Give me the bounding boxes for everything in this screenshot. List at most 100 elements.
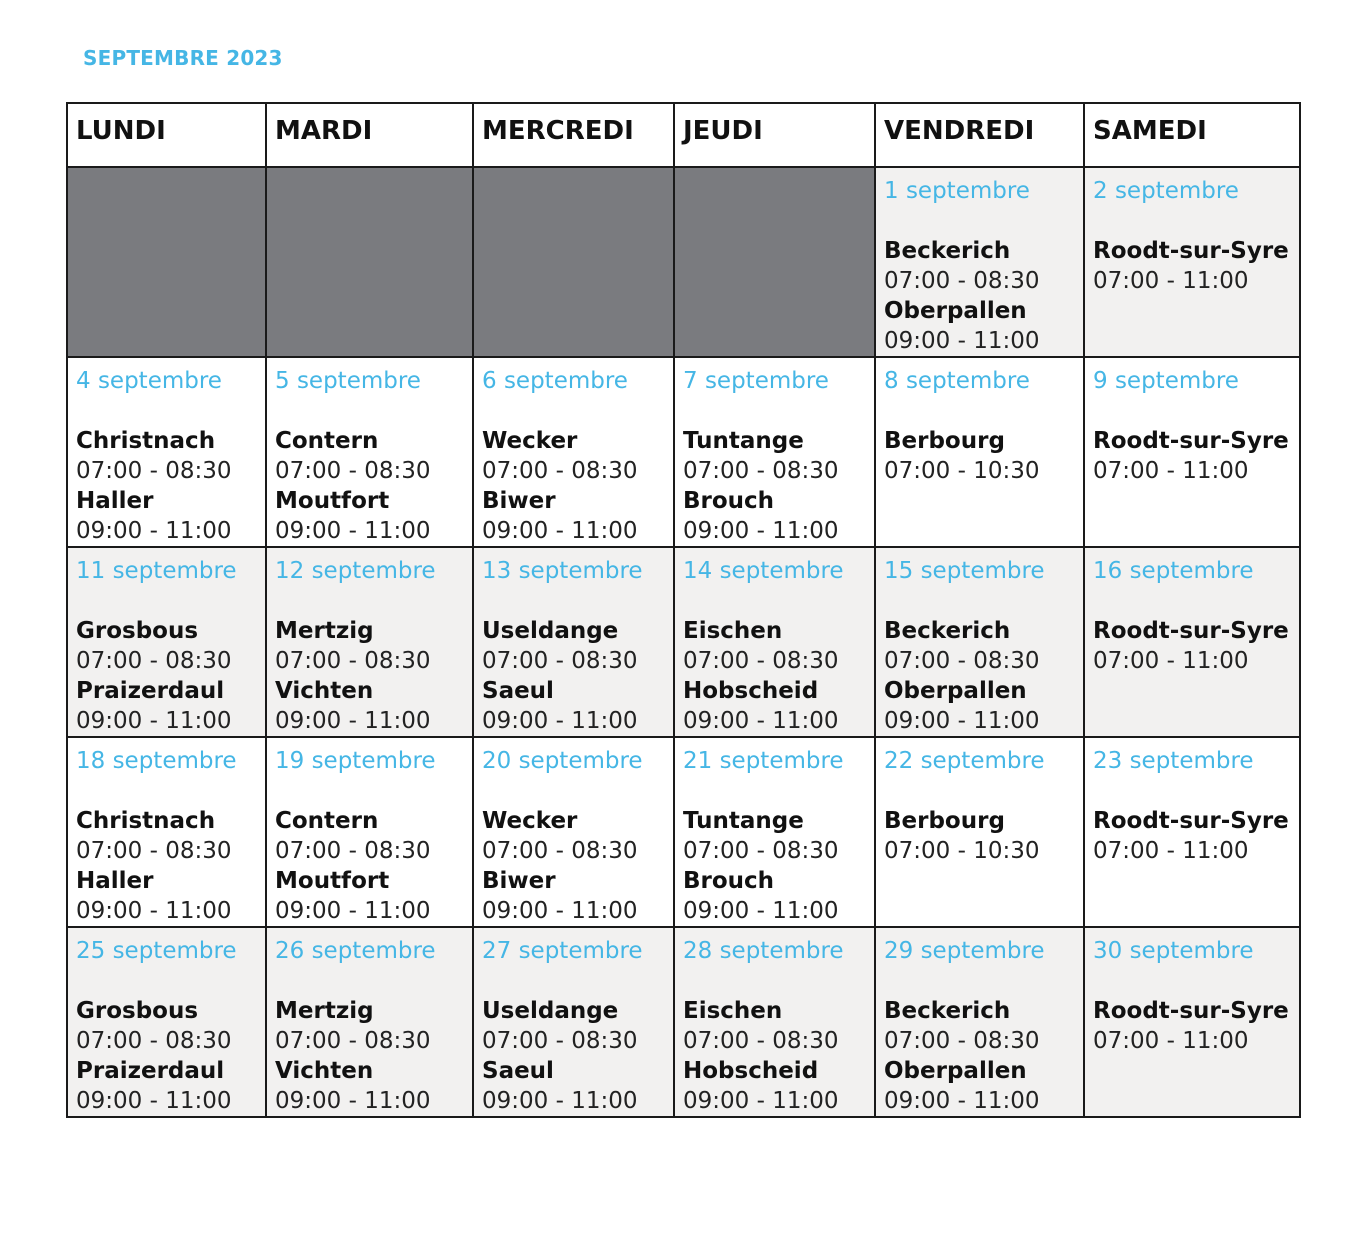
day-date: 4 septembre bbox=[76, 368, 222, 394]
day-date: 29 septembre bbox=[884, 938, 1045, 964]
stop-time: 09:00 - 11:00 bbox=[76, 708, 232, 734]
day-date: 11 septembre bbox=[76, 558, 237, 584]
stop-place: Beckerich bbox=[884, 998, 1011, 1024]
stop-time: 09:00 - 11:00 bbox=[275, 898, 431, 924]
stop-place: Saeul bbox=[482, 1058, 554, 1084]
stop-time: 07:00 - 11:00 bbox=[1093, 1028, 1249, 1054]
empty-day-cell bbox=[673, 166, 876, 358]
stop-time: 07:00 - 08:30 bbox=[683, 648, 839, 674]
day-date: 30 septembre bbox=[1093, 938, 1254, 964]
stop-place: Roodt-sur-Syre bbox=[1093, 808, 1289, 834]
stop-time: 07:00 - 08:30 bbox=[76, 458, 232, 484]
stop-place: Wecker bbox=[482, 428, 578, 454]
stop-time: 07:00 - 11:00 bbox=[1093, 838, 1249, 864]
stop-place: Oberpallen bbox=[884, 1058, 1027, 1084]
stop-time: 09:00 - 11:00 bbox=[884, 328, 1040, 354]
page-title: SEPTEMBRE 2023 bbox=[83, 46, 283, 70]
stop-place: Berbourg bbox=[884, 428, 1005, 454]
weekday-header: MARDI bbox=[265, 102, 474, 168]
weekday-header: LUNDI bbox=[66, 102, 267, 168]
day-date: 12 septembre bbox=[275, 558, 436, 584]
stop-place: Eischen bbox=[683, 998, 783, 1024]
stop-place: Useldange bbox=[482, 618, 619, 644]
stop-time: 07:00 - 08:30 bbox=[884, 648, 1040, 674]
stop-place: Oberpallen bbox=[884, 298, 1027, 324]
stop-place: Beckerich bbox=[884, 618, 1011, 644]
day-date: 22 septembre bbox=[884, 748, 1045, 774]
stop-place: Roodt-sur-Syre bbox=[1093, 238, 1289, 264]
day-date: 27 septembre bbox=[482, 938, 643, 964]
stop-place: Praizerdaul bbox=[76, 1058, 225, 1084]
stop-time: 07:00 - 08:30 bbox=[275, 458, 431, 484]
stop-time: 07:00 - 08:30 bbox=[683, 1028, 839, 1054]
stop-place: Haller bbox=[76, 868, 154, 894]
stop-place: Wecker bbox=[482, 808, 578, 834]
stop-place: Contern bbox=[275, 808, 379, 834]
stop-time: 09:00 - 11:00 bbox=[884, 1088, 1040, 1114]
stop-time: 07:00 - 11:00 bbox=[1093, 268, 1249, 294]
stop-place: Vichten bbox=[275, 678, 374, 704]
stop-place: Contern bbox=[275, 428, 379, 454]
day-date: 13 septembre bbox=[482, 558, 643, 584]
stop-place: Praizerdaul bbox=[76, 678, 225, 704]
stop-place: Roodt-sur-Syre bbox=[1093, 998, 1289, 1024]
empty-day-cell bbox=[265, 166, 474, 358]
day-date: 9 septembre bbox=[1093, 368, 1239, 394]
day-date: 7 septembre bbox=[683, 368, 829, 394]
stop-place: Brouch bbox=[683, 488, 775, 514]
day-date: 26 septembre bbox=[275, 938, 436, 964]
stop-time: 07:00 - 08:30 bbox=[482, 648, 638, 674]
stop-place: Moutfort bbox=[275, 488, 390, 514]
stop-place: Mertzig bbox=[275, 618, 374, 644]
day-date: 18 septembre bbox=[76, 748, 237, 774]
stop-place: Biwer bbox=[482, 488, 556, 514]
weekday-header: VENDREDI bbox=[874, 102, 1085, 168]
stop-place: Vichten bbox=[275, 1058, 374, 1084]
stop-place: Beckerich bbox=[884, 238, 1011, 264]
stop-time: 09:00 - 11:00 bbox=[884, 708, 1040, 734]
stop-time: 09:00 - 11:00 bbox=[482, 518, 638, 544]
stop-place: Mertzig bbox=[275, 998, 374, 1024]
stop-time: 07:00 - 11:00 bbox=[1093, 648, 1249, 674]
stop-time: 09:00 - 11:00 bbox=[76, 518, 232, 544]
day-date: 19 septembre bbox=[275, 748, 436, 774]
weekday-header: JEUDI bbox=[673, 102, 876, 168]
day-date: 28 septembre bbox=[683, 938, 844, 964]
day-date: 20 septembre bbox=[482, 748, 643, 774]
stop-place: Christnach bbox=[76, 808, 216, 834]
stop-place: Christnach bbox=[76, 428, 216, 454]
stop-place: Oberpallen bbox=[884, 678, 1027, 704]
stop-time: 07:00 - 08:30 bbox=[482, 458, 638, 484]
stop-time: 09:00 - 11:00 bbox=[275, 708, 431, 734]
stop-place: Tuntange bbox=[683, 428, 804, 454]
day-date: 2 septembre bbox=[1093, 178, 1239, 204]
stop-time: 09:00 - 11:00 bbox=[683, 518, 839, 544]
day-date: 16 septembre bbox=[1093, 558, 1254, 584]
stop-time: 07:00 - 08:30 bbox=[884, 268, 1040, 294]
calendar-table: LUNDI MARDI MERCREDI JEUDI VENDREDI SAME… bbox=[66, 102, 1301, 1118]
stop-time: 09:00 - 11:00 bbox=[275, 1088, 431, 1114]
